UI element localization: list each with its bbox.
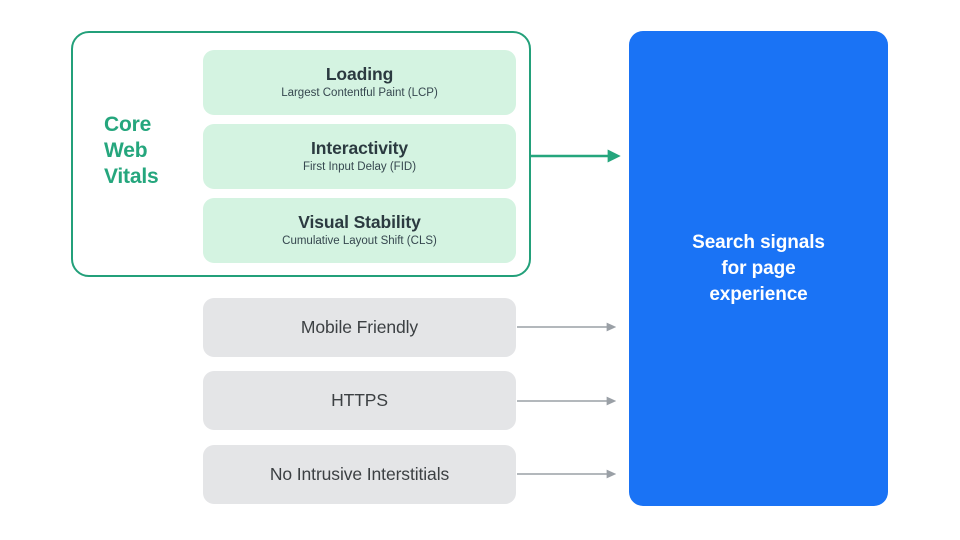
metric-card-loading[interactable]: Loading Largest Contentful Paint (LCP) (203, 50, 516, 115)
metric-card-interactivity[interactable]: Interactivity First Input Delay (FID) (203, 124, 516, 189)
metric-subtitle: First Input Delay (FID) (302, 161, 417, 173)
metric-subtitle: Largest Contentful Paint (LCP) (281, 87, 438, 99)
metric-title: Loading (325, 64, 394, 84)
signal-label: Mobile Friendly (300, 317, 419, 337)
metric-subtitle: Cumulative Layout Shift (CLS) (282, 235, 437, 247)
metric-title: Interactivity (311, 138, 408, 158)
core-web-vitals-label: Core Web Vitals (104, 112, 196, 190)
core-web-vitals-label-line-3: Vitals (104, 165, 159, 188)
core-web-vitals-label-line-2: Web (104, 139, 148, 162)
metric-title: Visual Stability (298, 212, 421, 232)
signal-card-no-intrusive-interstitials[interactable]: No Intrusive Interstitials (203, 445, 516, 504)
search-signals-text: Search signals for page experience (692, 231, 825, 305)
signal-card-https[interactable]: HTTPS (203, 371, 516, 430)
signal-label: HTTPS (331, 390, 388, 410)
signal-label: No Intrusive Interstitials (269, 464, 450, 484)
core-web-vitals-label-line-1: Core (104, 113, 152, 136)
signal-card-mobile-friendly[interactable]: Mobile Friendly (203, 298, 516, 357)
metric-card-visual-stability[interactable]: Visual Stability Cumulative Layout Shift… (203, 198, 516, 263)
search-signals-panel: Search signals for page experience (629, 31, 888, 506)
